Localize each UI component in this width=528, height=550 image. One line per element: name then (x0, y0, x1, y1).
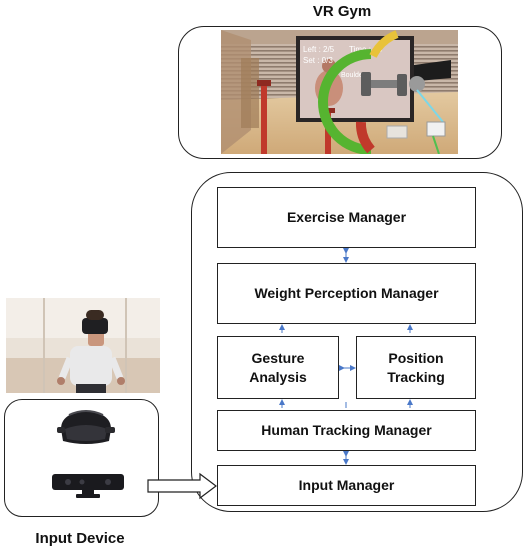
weight-perception-manager-box: Weight Perception Manager (217, 263, 476, 324)
weight-perception-manager-label: Weight Perception Manager (254, 285, 439, 301)
gesture-analysis-box: Gesture Analysis (217, 336, 339, 399)
position-tracking-box: Position Tracking (356, 336, 476, 399)
gesture-analysis-label: Gesture Analysis (249, 349, 307, 385)
exercise-manager-box: Exercise Manager (217, 187, 476, 248)
vr-gym-screenshot: Left : 2/5 Time : 15 Set : 0/3 Boulder (221, 30, 458, 154)
hud-left: Left : 2/5 (303, 45, 335, 54)
depth-sensor-icon (48, 470, 128, 500)
input-manager-label: Input Manager (298, 477, 395, 493)
input-device-title: Input Device (35, 530, 125, 547)
exercise-manager-label: Exercise Manager (286, 209, 407, 225)
vr-gym-title: VR Gym (312, 3, 372, 20)
user-photo (6, 298, 160, 393)
hud-label: Boulder (341, 72, 366, 79)
position-tracking-label: Position Tracking (387, 349, 445, 385)
input-manager-box: Input Manager (217, 465, 476, 506)
input-arrow (147, 472, 217, 500)
hud-set: Set : 0/3 (303, 56, 333, 65)
human-tracking-manager-label: Human Tracking Manager (261, 422, 432, 438)
vr-headset-icon (55, 407, 117, 451)
human-tracking-manager-box: Human Tracking Manager (217, 410, 476, 451)
